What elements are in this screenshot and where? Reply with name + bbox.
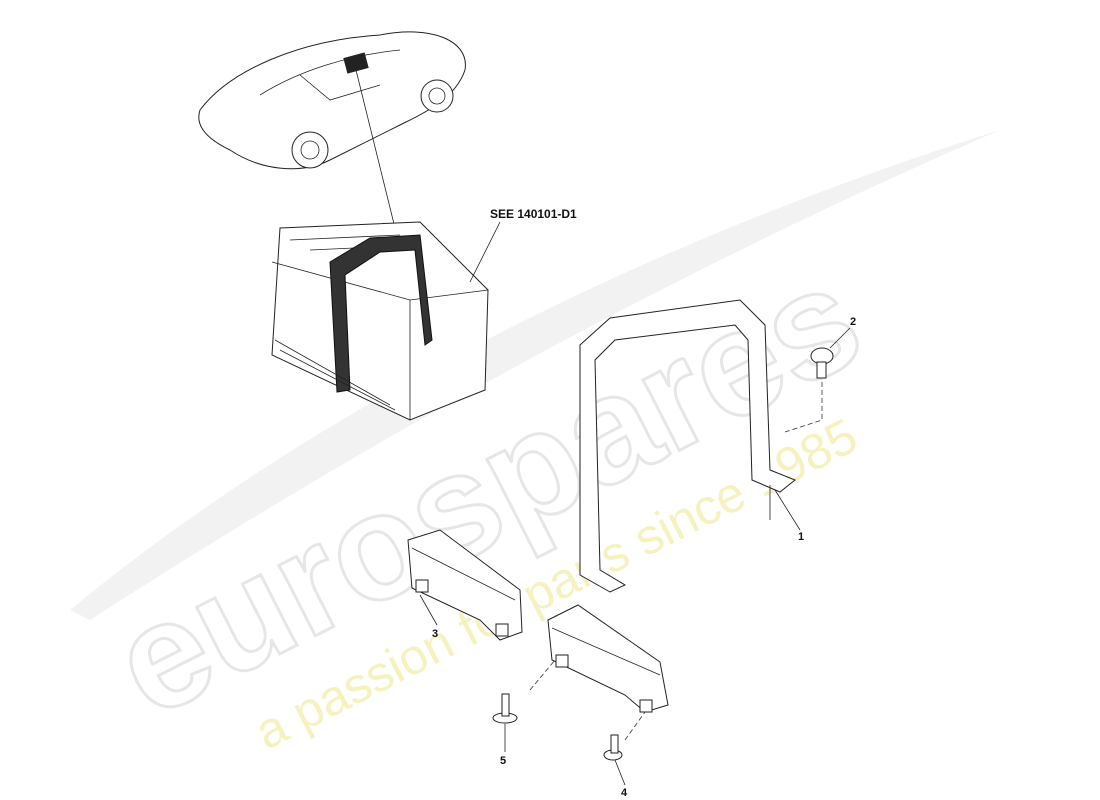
car-illustration bbox=[198, 31, 466, 170]
part-4-screw[interactable] bbox=[603, 734, 623, 761]
part-1-battery-strap[interactable] bbox=[579, 299, 796, 593]
part-5-fastener[interactable] bbox=[492, 693, 518, 724]
callout-5: 5 bbox=[500, 755, 506, 767]
callout-3: 3 bbox=[432, 628, 438, 640]
watermark-swoosh bbox=[70, 130, 1000, 620]
reference-note: SEE 140101-D1 bbox=[490, 207, 577, 221]
callout-4: 4 bbox=[621, 787, 628, 799]
battery-assembly bbox=[271, 221, 489, 421]
reference-leader bbox=[469, 221, 501, 283]
leader-line bbox=[355, 69, 396, 229]
part-3-clamp-second[interactable] bbox=[547, 604, 669, 713]
part-2-screw[interactable] bbox=[810, 347, 834, 379]
callout-2: 2 bbox=[850, 316, 856, 328]
part-3-clamp[interactable] bbox=[407, 529, 523, 641]
callout-1: 1 bbox=[798, 531, 804, 543]
